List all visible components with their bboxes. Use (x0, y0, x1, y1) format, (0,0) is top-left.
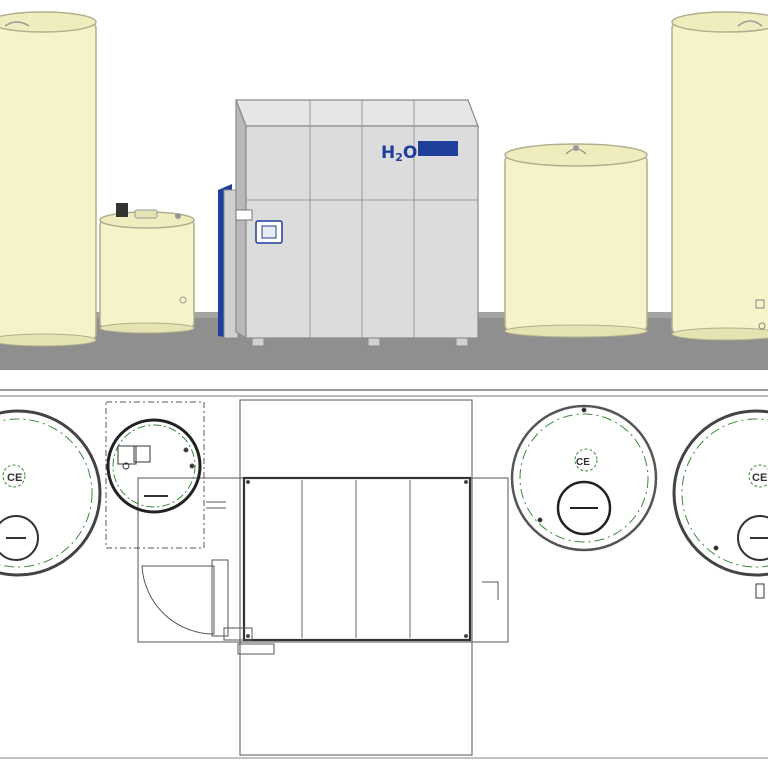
valve-icon (122, 462, 130, 470)
tall-tank-right (671, 11, 768, 341)
ce-mark-icon-2: CE (576, 457, 590, 468)
ro-unit-cabinet: H2O (218, 99, 479, 347)
brand-bar (418, 141, 458, 156)
manhole-icon (0, 515, 39, 561)
dosing-tank (99, 203, 195, 334)
control-panel-icon (235, 209, 283, 244)
medium-tank-right (504, 143, 648, 338)
elevation-view: H2O (0, 11, 768, 370)
ce-mark-icon: CE (7, 472, 22, 484)
ce-mark-icon-3: CE (752, 472, 767, 484)
cabinet-footprint (242, 476, 472, 642)
brand-label-o: O (403, 143, 417, 163)
brand-label-h: H (381, 143, 395, 163)
service-area-outline (239, 399, 473, 756)
plan-view: CE CE (0, 399, 768, 759)
tank-plan-dosing (106, 418, 202, 514)
brand-label: H2O (381, 143, 417, 164)
tall-tank-left (0, 11, 97, 347)
view-separator (0, 389, 768, 397)
tank-plan-medium: CE (510, 404, 658, 552)
tank-plan-left: CE (0, 409, 102, 577)
dosing-pump-icon (116, 203, 128, 217)
brand-label-2: 2 (395, 151, 403, 164)
tank-plan-right: CE (672, 409, 768, 599)
dosing-area-outline (105, 401, 205, 549)
door-swing-arc (141, 565, 215, 635)
